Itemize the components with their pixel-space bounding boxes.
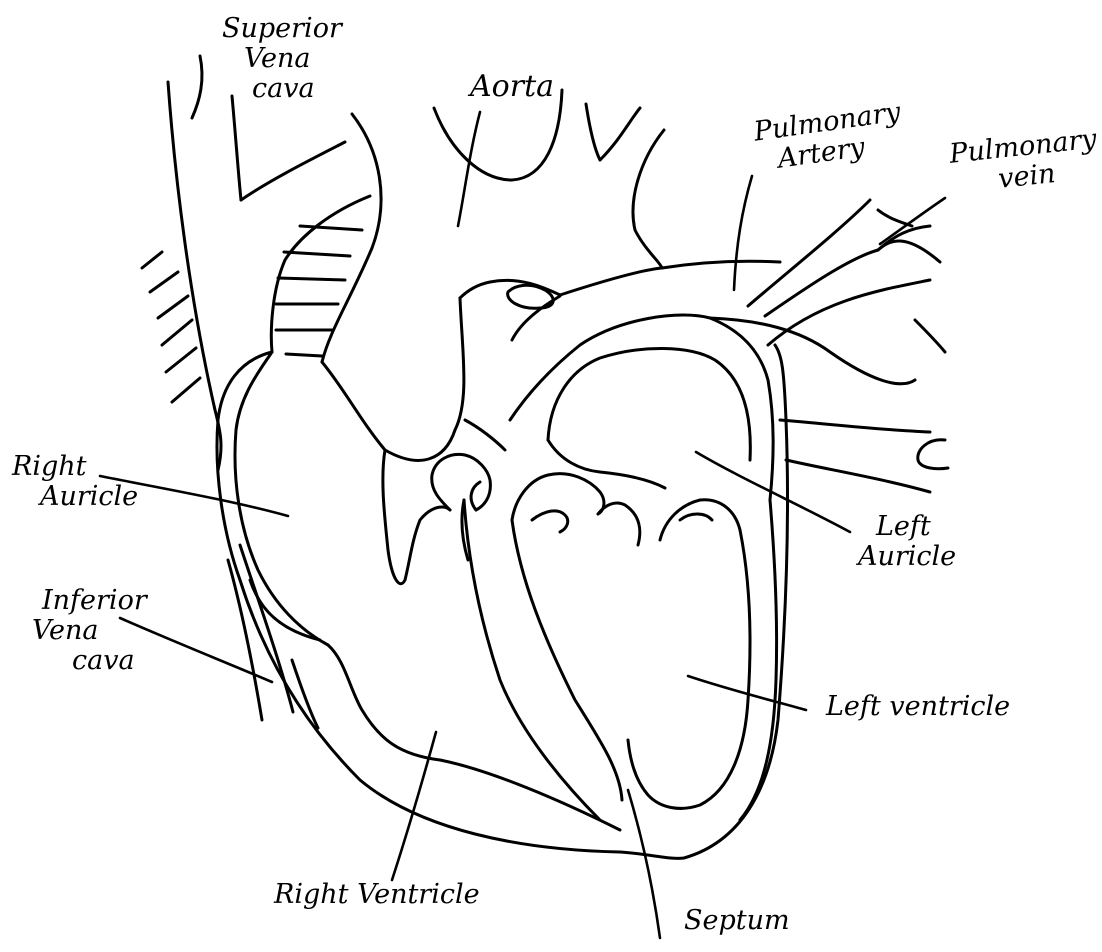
aorta-vessel — [271, 90, 664, 362]
label-superior-vena-cava-line-3: cava — [252, 74, 342, 104]
label-septum: Septum — [684, 906, 790, 936]
label-right-auricle-line-2: Auricle — [40, 482, 138, 512]
right-chambers — [235, 298, 620, 830]
label-inferior-vena-cava-line-2: Vena — [32, 616, 147, 646]
hatching-arch — [276, 226, 362, 356]
label-aorta: Aorta — [470, 72, 554, 102]
label-left-ventricle: Left ventricle — [826, 692, 1010, 722]
label-inferior-vena-cava-line-3: cava — [72, 646, 147, 676]
heart-outline — [217, 261, 788, 858]
label-right-ventricle: Right Ventricle — [274, 880, 480, 910]
label-inferior-vena-cava: Inferior Vena cava — [32, 586, 147, 676]
hatching-left — [142, 252, 200, 402]
label-superior-vena-cava: Superior Vena cava — [222, 14, 342, 104]
label-left-auricle-line-1: Left — [876, 512, 956, 542]
label-superior-vena-cava-line-1: Superior — [222, 14, 342, 44]
label-superior-vena-cava-line-2: Vena — [244, 44, 342, 74]
label-right-auricle-line-1: Right — [12, 452, 138, 482]
label-inferior-vena-cava-line-1: Inferior — [42, 586, 147, 616]
label-right-auricle: Right Auricle — [12, 452, 138, 512]
left-chambers — [464, 315, 777, 820]
label-left-auricle-line-2: Auricle — [858, 542, 956, 572]
label-left-auricle: Left Auricle — [858, 512, 956, 572]
leader-lines — [100, 112, 945, 938]
